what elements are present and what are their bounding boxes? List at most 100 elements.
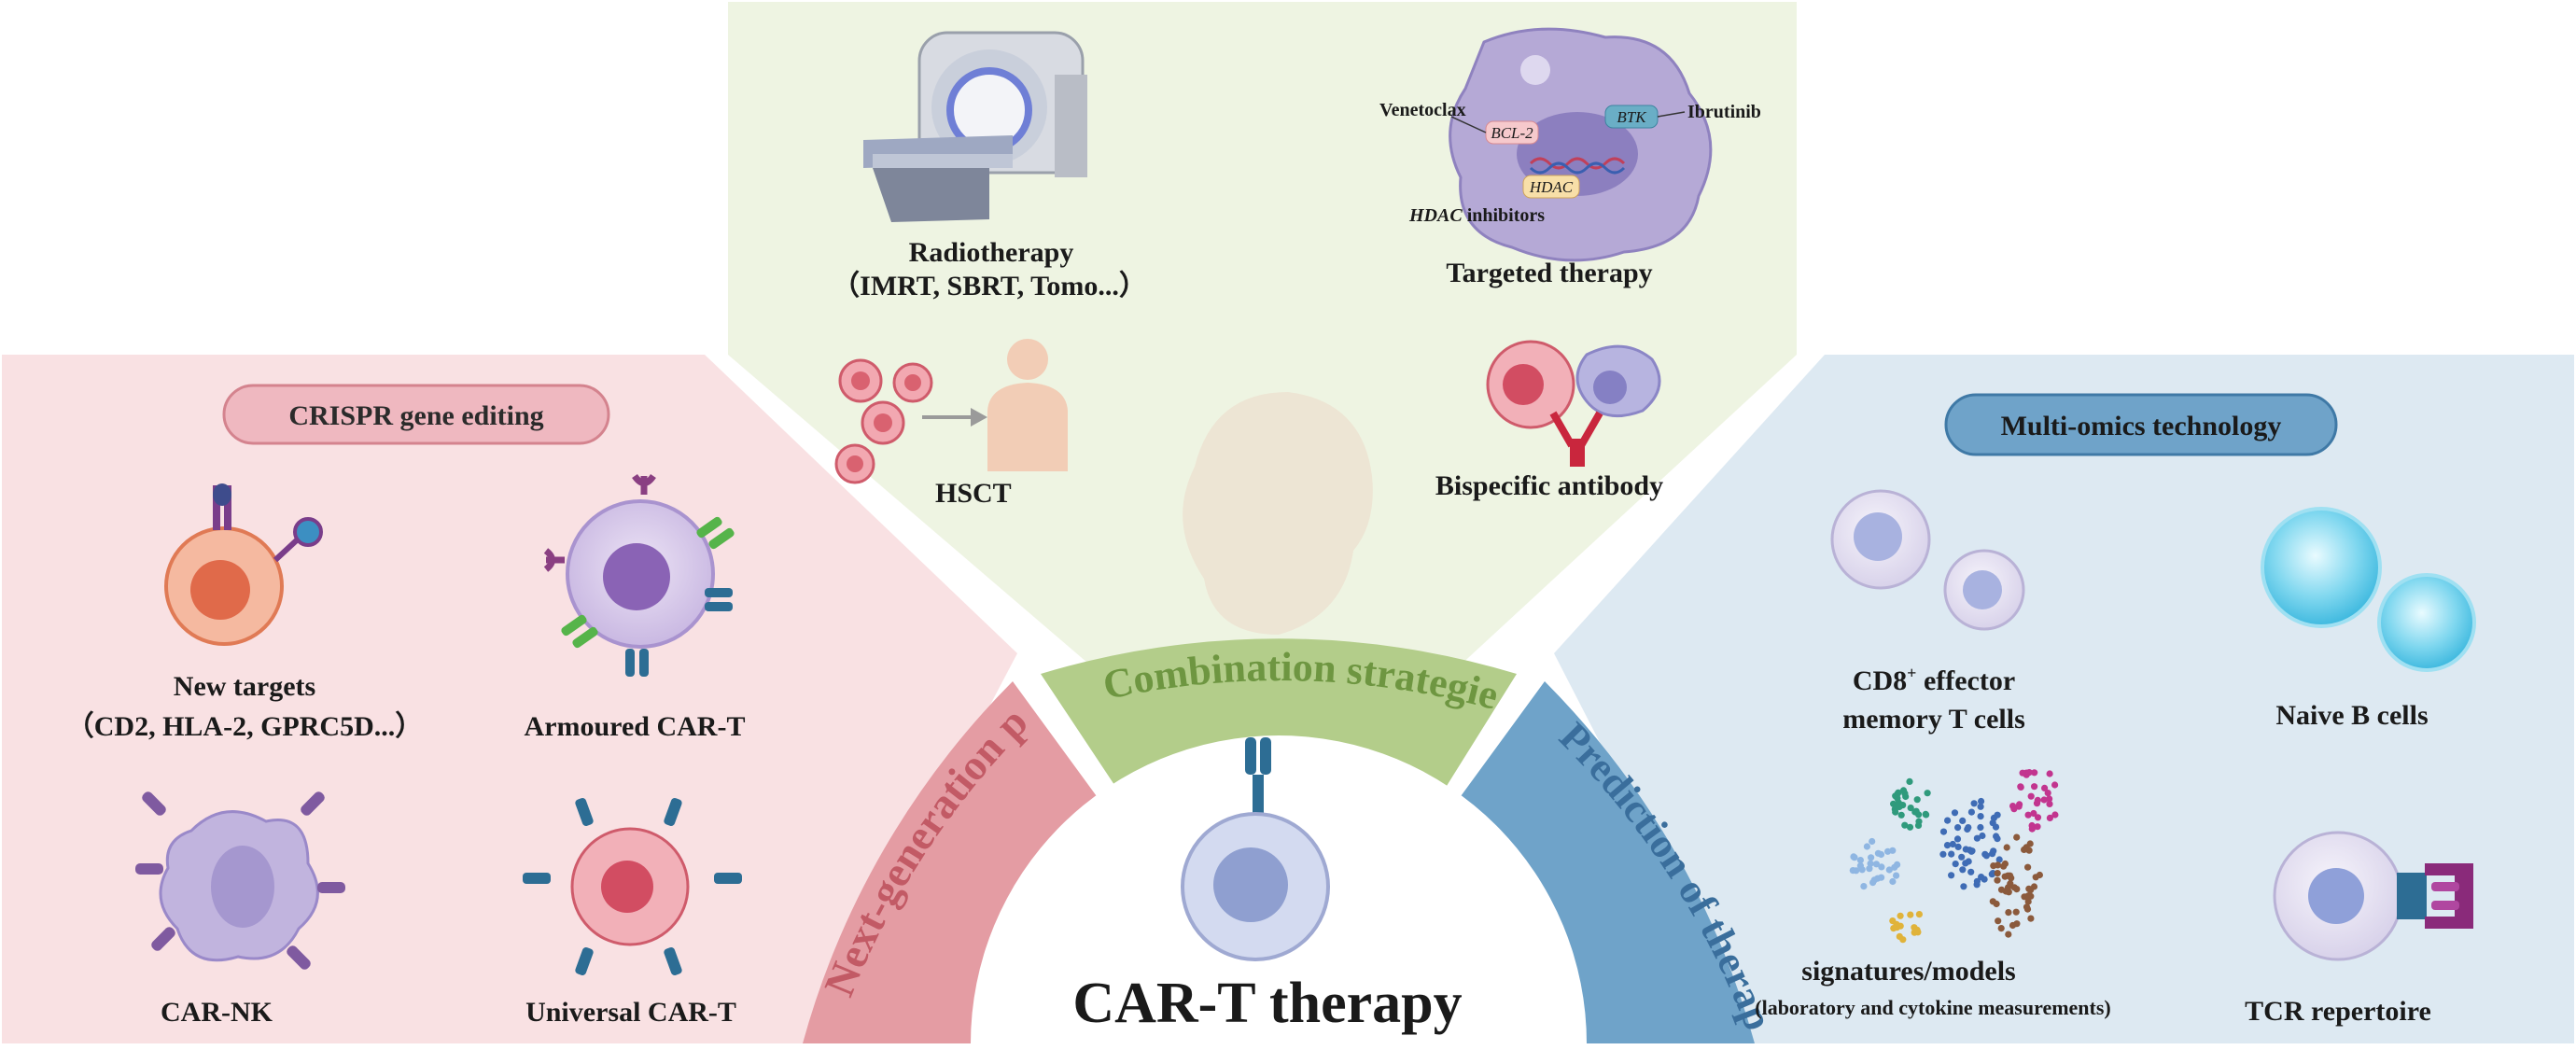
scatter-dot bbox=[2019, 769, 2026, 777]
scatter-dot bbox=[2025, 847, 2033, 854]
scatter-dot bbox=[1897, 811, 1905, 819]
new-targets-sub-label: （CD2, HLA-2, GPRC5D...） bbox=[66, 710, 424, 742]
ibrutinib-pointer bbox=[1657, 111, 1686, 118]
scatter-dot bbox=[1899, 787, 1908, 794]
scatter-dot bbox=[1915, 818, 1923, 825]
targeted-therapy-cell-icon bbox=[1449, 27, 1713, 262]
scatter-dot bbox=[2016, 801, 2023, 808]
scatter-dot bbox=[1872, 861, 1880, 868]
scatter-dot bbox=[1977, 823, 1984, 832]
patient-head-icon bbox=[1183, 392, 1373, 635]
scatter-dot bbox=[1870, 876, 1878, 884]
cd8-sub-label: memory T cells bbox=[1842, 704, 2025, 735]
signatures-scatter-icon bbox=[1849, 769, 2059, 944]
main-title: CAR-T therapy bbox=[1072, 972, 1462, 1035]
naive-b-cells-label: Naive B cells bbox=[2275, 700, 2428, 731]
scatter-dot bbox=[1995, 917, 2002, 925]
scatter-dot bbox=[1923, 811, 1930, 819]
scatter-dot bbox=[1849, 867, 1856, 875]
scatter-dot bbox=[1868, 854, 1875, 861]
radiotherapy-label: Radiotherapy bbox=[909, 237, 1074, 268]
dna-helix-icon bbox=[1529, 157, 1626, 170]
scatter-dot bbox=[1850, 853, 1857, 861]
scatter-dot bbox=[1911, 808, 1919, 816]
signatures-label: signatures/models bbox=[1801, 956, 2015, 987]
hdac-box bbox=[1522, 175, 1580, 199]
scatter-dot bbox=[2034, 814, 2042, 821]
scatter-dot bbox=[2012, 908, 2020, 916]
crispr-pill-label: CRISPR gene editing bbox=[288, 400, 543, 431]
scatter-dot bbox=[1878, 863, 1885, 871]
ibrutinib-label: Ibrutinib bbox=[1687, 102, 1761, 122]
scatter-dot bbox=[2034, 823, 2041, 831]
scatter-dot bbox=[1990, 862, 1997, 870]
scatter-dot bbox=[1889, 917, 1897, 925]
scatter-dot bbox=[1899, 802, 1907, 809]
scatter-dot bbox=[1890, 925, 1897, 932]
scatter-dot bbox=[1867, 860, 1874, 867]
scatter-dot bbox=[1993, 833, 2000, 840]
universal-car-t-cell-icon bbox=[523, 797, 742, 976]
scatter-dot bbox=[1978, 797, 1985, 805]
scatter-dot bbox=[2023, 903, 2031, 911]
scatter-dot bbox=[1895, 789, 1902, 796]
blue-arc-band bbox=[1456, 681, 1755, 1043]
scatter-dot bbox=[1960, 883, 1967, 890]
scatter-dot bbox=[2046, 770, 2053, 777]
scatter-dot bbox=[1952, 861, 1959, 868]
scatter-dot bbox=[1914, 929, 1922, 936]
scatter-dot bbox=[1994, 870, 2001, 877]
scatter-dot bbox=[2025, 769, 2033, 777]
red-arc-band bbox=[803, 681, 1101, 1043]
targeted-therapy-label: Targeted therapy bbox=[1446, 258, 1652, 288]
scatter-dot bbox=[2040, 796, 2048, 804]
scatter-dot bbox=[1915, 911, 1923, 918]
scatter-dot bbox=[2046, 795, 2053, 803]
scatter-dot bbox=[2046, 814, 2053, 822]
btk-label: BTK bbox=[1617, 108, 1647, 126]
scatter-dot bbox=[1988, 871, 1995, 878]
hsct-cells-icon bbox=[834, 358, 933, 484]
scatter-dot bbox=[1973, 834, 1981, 842]
scatter-dot bbox=[1856, 857, 1864, 864]
scatter-dot bbox=[1913, 796, 1921, 804]
scatter-dot bbox=[2044, 790, 2051, 797]
scatter-dot bbox=[2001, 860, 2009, 868]
scatter-dot bbox=[2013, 920, 2021, 928]
arrow-right-icon bbox=[922, 408, 987, 427]
scatter-dot bbox=[1992, 823, 2000, 831]
scatter-dot bbox=[1948, 850, 1955, 858]
multi-omics-pill-label: Multi-omics technology bbox=[2001, 411, 2282, 441]
scatter-dot bbox=[1893, 872, 1900, 879]
scatter-dot bbox=[1959, 817, 1967, 825]
scatter-dot bbox=[1949, 840, 1956, 848]
scatter-dot bbox=[1973, 877, 1981, 885]
scatter-dot bbox=[2024, 898, 2032, 905]
scatter-dot bbox=[1997, 925, 2005, 932]
scatter-dot bbox=[1901, 821, 1909, 829]
scatter-dot bbox=[1939, 828, 1948, 835]
armoured-car-t-label: Armoured CAR-T bbox=[525, 711, 746, 742]
scatter-dot bbox=[2046, 800, 2053, 808]
scatter-dot bbox=[1897, 912, 1904, 919]
scatter-dot bbox=[2005, 931, 2012, 938]
scatter-dot bbox=[1977, 813, 1984, 820]
scatter-dot bbox=[1970, 800, 1978, 807]
scatter-dot bbox=[1885, 866, 1893, 874]
scatter-dot bbox=[1948, 872, 1955, 879]
patient-torso-icon bbox=[987, 339, 1068, 471]
green-arc-band bbox=[1041, 638, 1517, 793]
scatter-dot bbox=[1953, 835, 1962, 843]
tcr-repertoire-label: TCR repertoire bbox=[2245, 996, 2431, 1027]
cd8-label: CD8+ effector bbox=[1853, 664, 2015, 696]
scatter-dot bbox=[2024, 811, 2032, 819]
new-targets-cell-icon bbox=[164, 483, 323, 646]
universal-car-t-label: Universal CAR-T bbox=[525, 997, 736, 1028]
scatter-dot bbox=[1997, 886, 2006, 893]
scatter-dot bbox=[1907, 805, 1914, 812]
hdac-label: HDAC bbox=[1529, 178, 1574, 196]
radiotherapy-machine-icon bbox=[863, 31, 1087, 222]
scatter-dot bbox=[1965, 824, 1972, 832]
scatter-dot bbox=[2017, 783, 2024, 791]
